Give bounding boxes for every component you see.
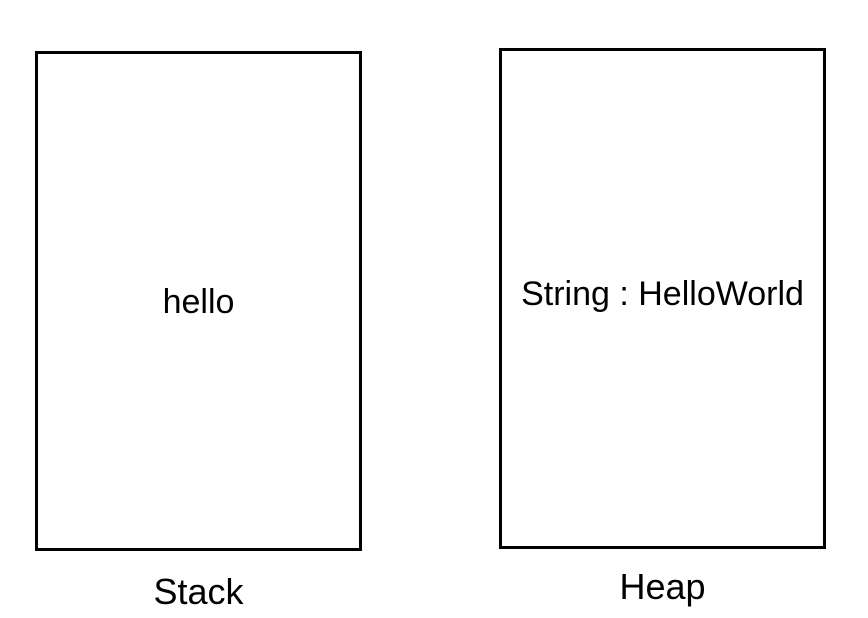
stack-variable-label: hello <box>162 283 235 321</box>
heap-object-label: String : HelloWorld <box>521 274 804 313</box>
heap-caption: Heap <box>619 566 706 607</box>
stack-box: hello <box>35 51 362 551</box>
stack-caption: Stack <box>153 571 244 612</box>
heap-box: String : HelloWorld <box>499 48 826 549</box>
